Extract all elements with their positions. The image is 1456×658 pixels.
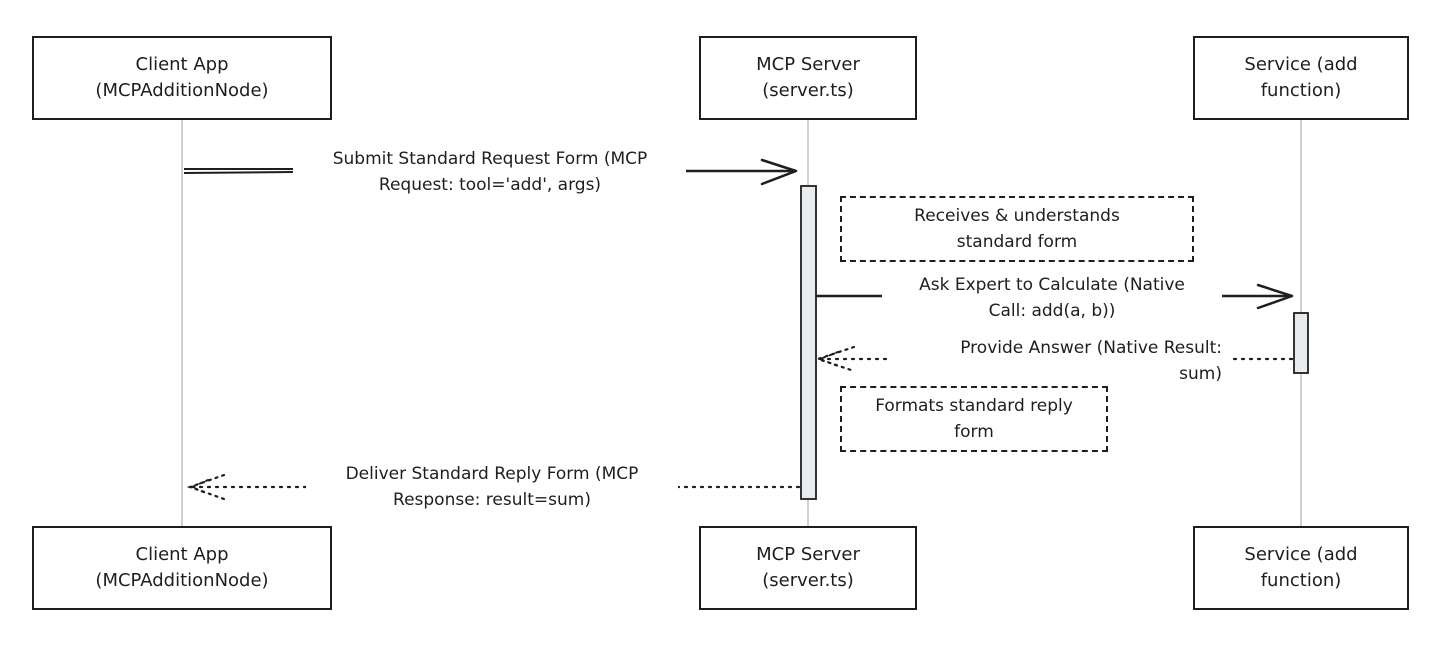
participant-client-bottom: Client App (MCPAdditionNode) [32,526,332,610]
participant-server-bottom: MCP Server (server.ts) [699,526,917,610]
participant-server-top: MCP Server (server.ts) [699,36,917,120]
participant-client-top: Client App (MCPAdditionNode) [32,36,332,120]
message-arrow-2 [816,283,1294,310]
participant-service-top: Service (add function) [1193,36,1409,120]
message-arrow-3 [814,345,1294,373]
message-arrow-1 [183,158,798,186]
activation-server [800,185,817,500]
message-label-1: Submit Standard Request Form (MCP Reques… [294,146,686,198]
message-arrow-4 [186,473,801,501]
message-label-2: Ask Expert to Calculate (Native Call: ad… [882,272,1222,324]
note-formats: Formats standard reply form [840,386,1108,452]
message-label-4: Deliver Standard Reply Form (MCP Respons… [306,461,678,513]
note-receives: Receives & understands standard form [840,196,1194,262]
message-label-3: Provide Answer (Native Result: sum) [892,335,1228,387]
activation-service [1293,312,1309,374]
participant-service-bottom: Service (add function) [1193,526,1409,610]
